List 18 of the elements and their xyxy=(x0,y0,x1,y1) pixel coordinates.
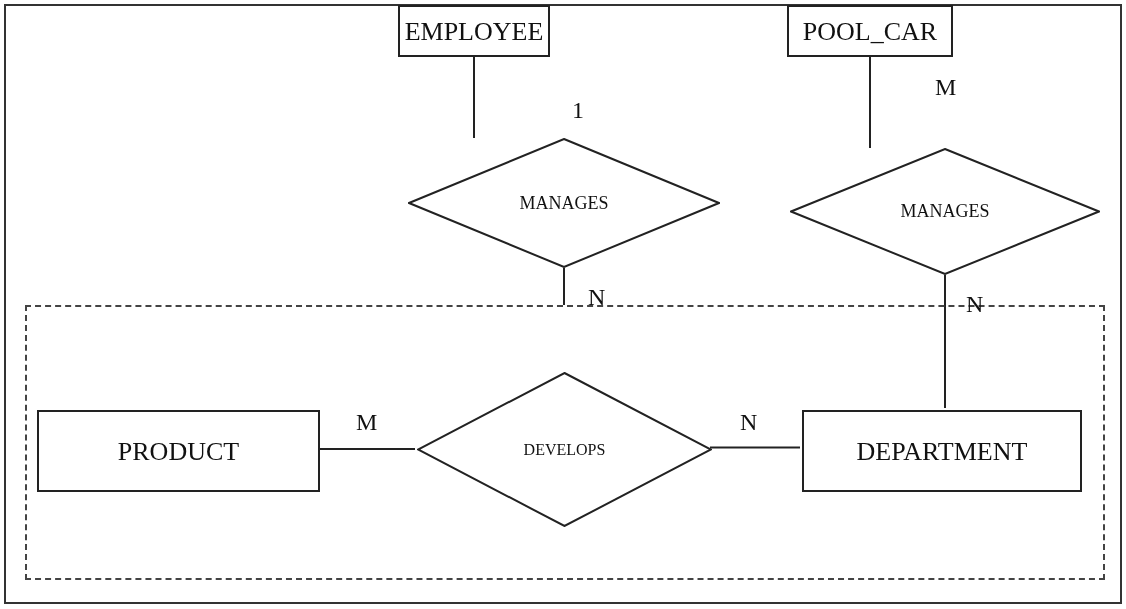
connector-line xyxy=(563,267,565,306)
relationship-diamond: MANAGES xyxy=(790,148,1100,275)
entity-box: PRODUCT xyxy=(37,410,320,492)
connector-line xyxy=(944,274,946,409)
cardinality-label: M xyxy=(935,75,957,99)
cardinality-label: N xyxy=(740,410,758,434)
cardinality-label: M xyxy=(356,410,378,434)
entity-box: DEPARTMENT xyxy=(802,410,1082,492)
relationship-diamond: DEVELOPS xyxy=(417,372,712,527)
relationship-diamond: MANAGES xyxy=(408,138,720,268)
cardinality-label: N xyxy=(966,292,984,316)
entity-box: EMPLOYEE xyxy=(398,5,550,57)
cardinality-label: N xyxy=(588,285,606,309)
entity-box: POOL_CAR xyxy=(787,5,953,57)
connector-line xyxy=(709,446,801,449)
connector-line xyxy=(473,56,475,139)
connector-line xyxy=(869,56,871,149)
cardinality-label: 1 xyxy=(572,98,584,122)
